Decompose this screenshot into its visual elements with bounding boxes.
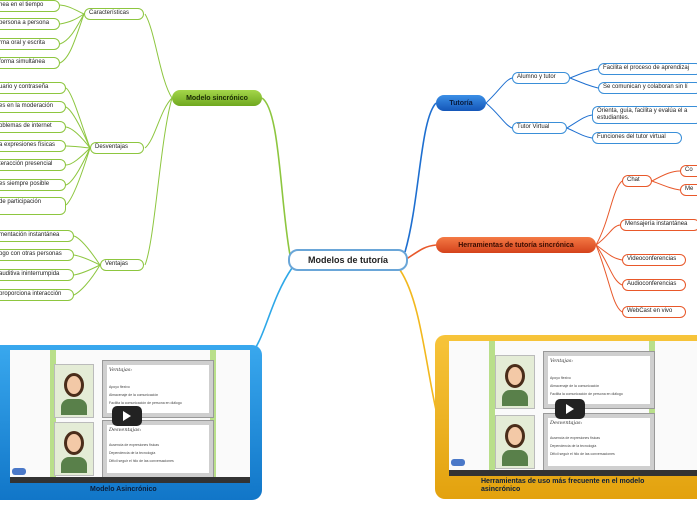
video-caption-left: Modelo Asincrónico (90, 486, 157, 493)
desventajas-line-1: Ausencia de expresiones físicas (109, 443, 159, 447)
leaf-ventaja-3[interactable]: auditiva ininterrumpida (0, 269, 74, 281)
leaf-desventaja-4[interactable]: a expresiones físicas (0, 140, 66, 152)
ventajas-title: Ventajas: (550, 358, 574, 364)
topic-herramientas-sincronica[interactable]: Herramientas de tutoría sincrónica (436, 237, 596, 253)
avatar-tutor-top (54, 364, 94, 418)
leaf-desventaja-5[interactable]: teracción presencial (0, 159, 66, 171)
leaf-virtual-1[interactable]: Orienta, guía, facilita y evalúa el a es… (592, 106, 697, 124)
leaf-ventaja-1[interactable]: mentación instantánea (0, 230, 74, 242)
subtopic-tutor-virtual[interactable]: Tutor Virtual (512, 122, 567, 134)
leaf-caracteristica-1[interactable]: nea en el tiempo (0, 0, 60, 12)
leaf-mensajeria[interactable]: Mensajería instantánea (620, 219, 697, 231)
leaf-chat-2[interactable]: Me (680, 184, 697, 196)
video-frame: Ventajas: Apoyo flexivo Almacenaje de la… (10, 350, 250, 483)
central-topic[interactable]: Modelos de tutoría (288, 249, 408, 271)
play-button[interactable] (555, 399, 585, 419)
desventajas-line-2: Dependencia de la tecnología (550, 444, 597, 448)
leaf-alumno-1[interactable]: Facilita el proceso de aprendizaj (598, 63, 697, 75)
leaf-desventaja-7[interactable]: de participación (0, 197, 66, 215)
subtopic-caracteristicas[interactable]: Características (84, 8, 144, 20)
leaf-videoconferencias[interactable]: Videoconferencias (622, 254, 686, 266)
leaf-caracteristica-3[interactable]: rma oral y escrita (0, 38, 60, 50)
ventajas-line-2: Almacenaje de la comunicación (109, 393, 159, 397)
ventajas-line-3: Facilita la comunicación de persona en d… (550, 392, 623, 396)
leaf-desventaja-3[interactable]: oblemas de internet (0, 121, 66, 133)
desventajas-title: Desventajas: (109, 427, 142, 433)
subtopic-ventajas[interactable]: Ventajas (100, 259, 144, 271)
leaf-virtual-2[interactable]: Funciones del tutor virtual (592, 132, 682, 144)
ventajas-title: Ventajas: (109, 367, 133, 373)
video-herramientas-asincronico[interactable]: Ventajas: Apoyo flexivo Almacenaje de la… (435, 335, 697, 499)
video-frame: Ventajas: Apoyo flexivo Almacenaje de la… (449, 341, 697, 476)
desventajas-line-2: Dependencia de la tecnología (109, 451, 156, 455)
avatar-tutor-top (495, 355, 535, 409)
leaf-chat[interactable]: Chat (622, 175, 652, 187)
desventajas-title: Desventajas: (550, 420, 583, 426)
leaf-ventaja-2[interactable]: ogo con otras personas (0, 249, 74, 261)
ventajas-line-1: Apoyo flexivo (109, 385, 130, 389)
leaf-caracteristica-2[interactable]: persona a persona (0, 18, 60, 30)
leaf-ventaja-4[interactable]: proporciona interacción (0, 289, 74, 301)
leaf-alumno-2[interactable]: Se comunican y colaboran sin lí (598, 82, 697, 94)
leaf-webcast[interactable]: WebCast en vivo (622, 306, 686, 318)
video-modelo-asincronico[interactable]: Ventajas: Apoyo flexivo Almacenaje de la… (0, 345, 262, 500)
desventajas-line-1: Ausencia de expresiones físicas (550, 436, 600, 440)
avatar-tutor-bottom (495, 415, 535, 469)
desventajas-line-3: Difícil seguir el hilo de las conversaci… (109, 459, 174, 463)
avatar-tutor-bottom (54, 422, 94, 476)
ventajas-line-2: Almacenaje de la comunicación (550, 384, 600, 388)
subtopic-desventajas[interactable]: Desventajas (90, 142, 144, 154)
leaf-caracteristica-4[interactable]: forma simultánea (0, 57, 60, 69)
subtopic-alumno-tutor[interactable]: Alumno y tutor (512, 72, 570, 84)
leaf-audioconferencias[interactable]: Audioconferencias (622, 279, 686, 291)
desventajas-card: Desventajas: Ausencia de expresiones fís… (543, 413, 655, 471)
ventajas-line-1: Apoyo flexivo (550, 376, 571, 380)
video-progress-bar[interactable] (449, 470, 697, 476)
play-button[interactable] (112, 406, 142, 426)
video-caption-right: Herramientas de uso más frecuente en el … (481, 478, 645, 494)
leaf-desventaja-2[interactable]: es en la moderación (0, 101, 66, 113)
leaf-desventaja-6[interactable]: es siempre posible (0, 179, 66, 191)
video-progress-bar[interactable] (10, 477, 250, 483)
leaf-desventaja-1[interactable]: uario y contraseña (0, 82, 66, 94)
topic-tutoria[interactable]: Tutoría (436, 95, 486, 111)
leaf-chat-1[interactable]: Co (680, 165, 697, 177)
desventajas-card: Desventajas: Ausencia de expresiones fís… (102, 420, 214, 478)
topic-modelo-sincronico[interactable]: Modelo sincrónico (172, 90, 262, 106)
ventajas-line-3: Facilita la comunicación de persona en d… (109, 401, 182, 405)
desventajas-line-3: Difícil seguir el hilo de las conversaci… (550, 452, 615, 456)
